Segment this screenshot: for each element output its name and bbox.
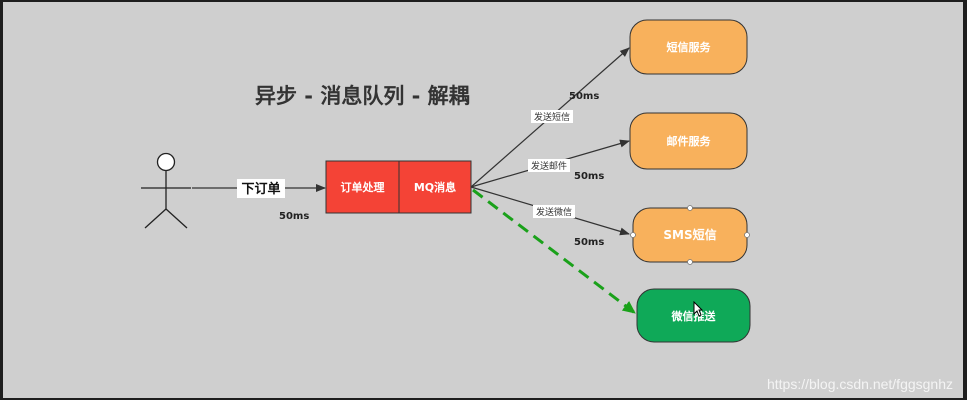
- order-processing-box[interactable]: [325, 160, 400, 214]
- edge-wechat-push: [472, 188, 636, 315]
- mq-message-label: MQ消息: [414, 180, 456, 194]
- sms-text-label: SMS短信: [663, 227, 716, 242]
- edge-label-send-wechat: 发送微信: [536, 206, 572, 218]
- edge-label-send-email: 发送邮件: [531, 160, 567, 172]
- edge-label-send-sms: 发送短信: [534, 111, 570, 123]
- edge-label-bg-2: [528, 159, 570, 172]
- latency-email-service: 50ms: [574, 171, 604, 182]
- diagram-svg: 异步 - 消息队列 - 解耦 下订单 50ms 订单处理 MQ消息 发送短信 5…: [141, 19, 751, 343]
- wechat-push-node[interactable]: [636, 288, 751, 343]
- watermark: https://blog.csdn.net/fggsgnhz: [766, 376, 953, 392]
- order-edge-label-bg: [237, 179, 285, 198]
- sms-service-node[interactable]: [629, 19, 748, 75]
- order-processing-label: 订单处理: [341, 180, 385, 194]
- diagram-title: 异步 - 消息队列 - 解耦: [255, 84, 470, 108]
- wechat-push-label: 微信推送: [671, 309, 717, 323]
- edge-label-bg-3: [533, 205, 575, 218]
- diagram-canvas: 异步 - 消息队列 - 解耦 下订单 50ms 订单处理 MQ消息 发送短信 5…: [3, 2, 963, 398]
- sms-service-label: 短信服务: [667, 40, 712, 54]
- email-service-node[interactable]: [629, 112, 748, 170]
- latency-sms-service: 50ms: [569, 91, 599, 102]
- edge-label-bg-1: [531, 110, 573, 123]
- order-latency: 50ms: [279, 211, 309, 222]
- latency-sms-text: 50ms: [574, 237, 604, 248]
- email-service-label: 邮件服务: [667, 134, 712, 148]
- user-actor-icon: [141, 152, 191, 229]
- selection-handles: [630, 205, 750, 265]
- order-edge-label: 下订单: [241, 181, 280, 197]
- mouse-cursor-icon: [693, 301, 703, 317]
